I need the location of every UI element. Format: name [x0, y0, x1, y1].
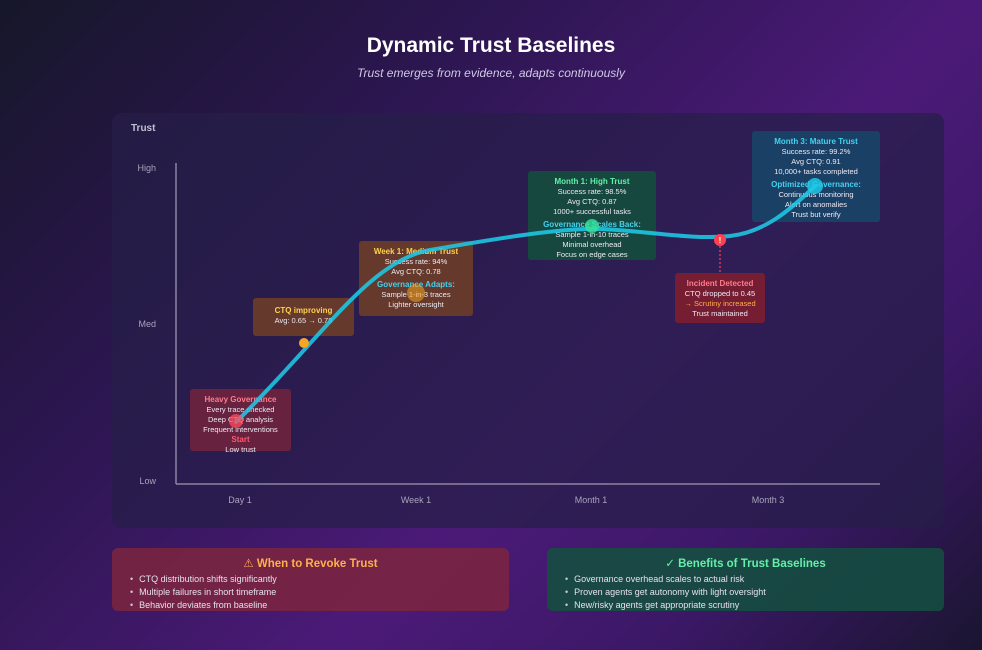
x-label-month1: Month 1 [574, 495, 608, 505]
list-item: Behavior deviates from baseline [130, 599, 509, 612]
incident-marker [714, 234, 726, 246]
month1-line-1: Success rate: 98.5% [557, 187, 627, 196]
y-label-med: Med [138, 319, 156, 329]
week1-marker [407, 284, 425, 302]
incident-line-2: → Scrutiny increased [684, 299, 756, 308]
list-item: Multiple failures in short timeframe [130, 586, 509, 599]
x-label-day1: Day 1 [228, 495, 252, 505]
page-subtitle: Trust emerges from evidence, adapts cont… [357, 66, 625, 80]
incident-box: Incident Detected CTQ dropped to 0.45 → … [675, 273, 765, 323]
revoke-trust-panel: ⚠ When to Revoke Trust CTQ distribution … [112, 548, 509, 611]
heavy-governance-title: Heavy Governance [204, 395, 277, 404]
incident-line-1: CTQ dropped to 0.45 [684, 289, 756, 298]
heavy-line-1: Every trace checked [206, 405, 275, 414]
y-label-low: Low [139, 476, 156, 486]
page-title: Dynamic Trust Baselines [366, 34, 616, 57]
list-item: CTQ distribution shifts significantly [130, 573, 509, 586]
start-sublabel: Low trust [225, 445, 256, 454]
revoke-trust-list: CTQ distribution shifts significantly Mu… [112, 573, 509, 612]
list-item: Proven agents get autonomy with light ov… [565, 586, 944, 599]
list-item: Governance overhead scales to actual ris… [565, 573, 944, 586]
week1-line-1: Success rate: 94% [384, 257, 448, 266]
month1-line-3: 1000+ successful tasks [553, 207, 631, 216]
y-label-high: High [137, 163, 156, 173]
month3-marker [807, 178, 823, 194]
start-marker [229, 414, 243, 428]
month3-sub-line-3: Trust but verify [791, 210, 841, 219]
month3-line-2: Avg CTQ: 0.91 [791, 157, 841, 166]
revoke-trust-title: ⚠ When to Revoke Trust [243, 558, 378, 570]
month1-sub-line-3: Focus on edge cases [556, 250, 628, 259]
ctq-improving-line: Avg: 0.65 → 0.78 [274, 316, 333, 325]
heavy-line-3: Frequent interventions [203, 425, 278, 434]
incident-title: Incident Detected [686, 279, 754, 288]
header: Dynamic Trust Baselines Trust emerges fr… [0, 34, 982, 80]
month1-line-2: Avg CTQ: 0.87 [567, 197, 617, 206]
month1-marker [585, 219, 599, 233]
month1-sub-line-2: Minimal overhead [562, 240, 622, 249]
benefits-panel: ✓ Benefits of Trust Baselines Governance… [547, 548, 944, 611]
benefits-list: Governance overhead scales to actual ris… [547, 573, 944, 612]
week1-title: Week 1: Medium Trust [373, 247, 459, 256]
benefits-title: ✓ Benefits of Trust Baselines [665, 558, 826, 570]
month3-sub-line-2: Alert on anomalies [784, 200, 848, 209]
week1-line-2: Avg CTQ: 0.78 [391, 267, 441, 276]
week1-sub-line-2: Lighter oversight [388, 300, 444, 309]
y-axis-title: Trust [131, 123, 156, 134]
trust-curve [234, 184, 817, 424]
month1-title: Month 1: High Trust [554, 177, 630, 186]
x-label-week1: Week 1 [400, 495, 432, 505]
month3-sub-line-1: Continuous monitoring [778, 190, 854, 199]
ctq-improving-title: CTQ improving [274, 306, 333, 315]
incident-line-3: Trust maintained [692, 309, 748, 318]
list-item: New/risky agents get appropriate scrutin… [565, 599, 944, 612]
month3-line-3: 10,000+ tasks completed [774, 167, 858, 176]
month1-sub-line-1: Sample 1-in-10 traces [555, 230, 629, 239]
incident-marker-glyph: ! [719, 236, 722, 245]
month3-title: Month 3: Mature Trust [774, 137, 858, 146]
month3-line-1: Success rate: 99.2% [781, 147, 851, 156]
ctq-marker [299, 338, 309, 348]
start-label: Start [231, 435, 250, 444]
x-label-month3: Month 3 [751, 495, 785, 505]
